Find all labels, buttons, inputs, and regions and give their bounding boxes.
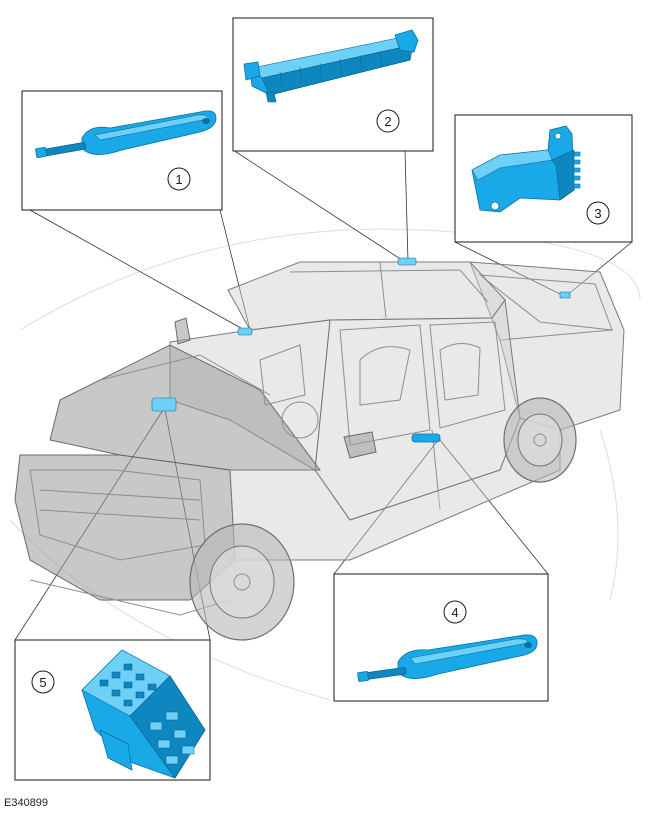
callout-box-2: 2	[232, 17, 434, 152]
callout-box-1: 1	[21, 90, 223, 211]
location-marker-4	[411, 433, 441, 443]
callout-number-3	[586, 201, 610, 225]
callout-number-3-text: 3	[594, 206, 601, 221]
callout-number-2-text: 2	[384, 114, 391, 129]
leader-line-4b	[439, 439, 549, 575]
callout-number-4-text: 4	[451, 605, 458, 620]
callout-box-5: 5	[14, 639, 211, 781]
leader-line-3b	[454, 241, 565, 297]
door-handle-icon	[35, 110, 217, 159]
location-marker-5	[151, 397, 177, 412]
fuse-box-icon	[81, 649, 206, 779]
callout-number-5	[31, 670, 55, 694]
leader-line-1b	[219, 209, 251, 331]
module-icon	[243, 29, 419, 103]
pickup-truck-ghost-illustration	[9, 228, 641, 701]
callout-number-1	[167, 167, 191, 191]
callout-number-5-text: 5	[39, 675, 46, 690]
callout-number-1-text: 1	[175, 172, 182, 187]
bracket-icon	[471, 125, 581, 213]
door-handle-icon	[357, 634, 538, 682]
callout-number-2	[376, 109, 400, 133]
leader-line-4	[333, 439, 439, 575]
location-marker-3	[559, 291, 571, 299]
leader-line-1	[29, 209, 249, 333]
leader-line-2	[232, 149, 406, 263]
callout-box-3: 3	[454, 114, 633, 243]
leader-line-3	[565, 241, 633, 297]
figure-id-label: E340899	[4, 797, 49, 809]
callout-number-4	[443, 600, 467, 624]
leader-line-2b	[404, 149, 409, 263]
location-marker-2	[397, 257, 417, 266]
location-marker-1	[237, 327, 253, 336]
callout-box-4: 4	[333, 573, 549, 702]
